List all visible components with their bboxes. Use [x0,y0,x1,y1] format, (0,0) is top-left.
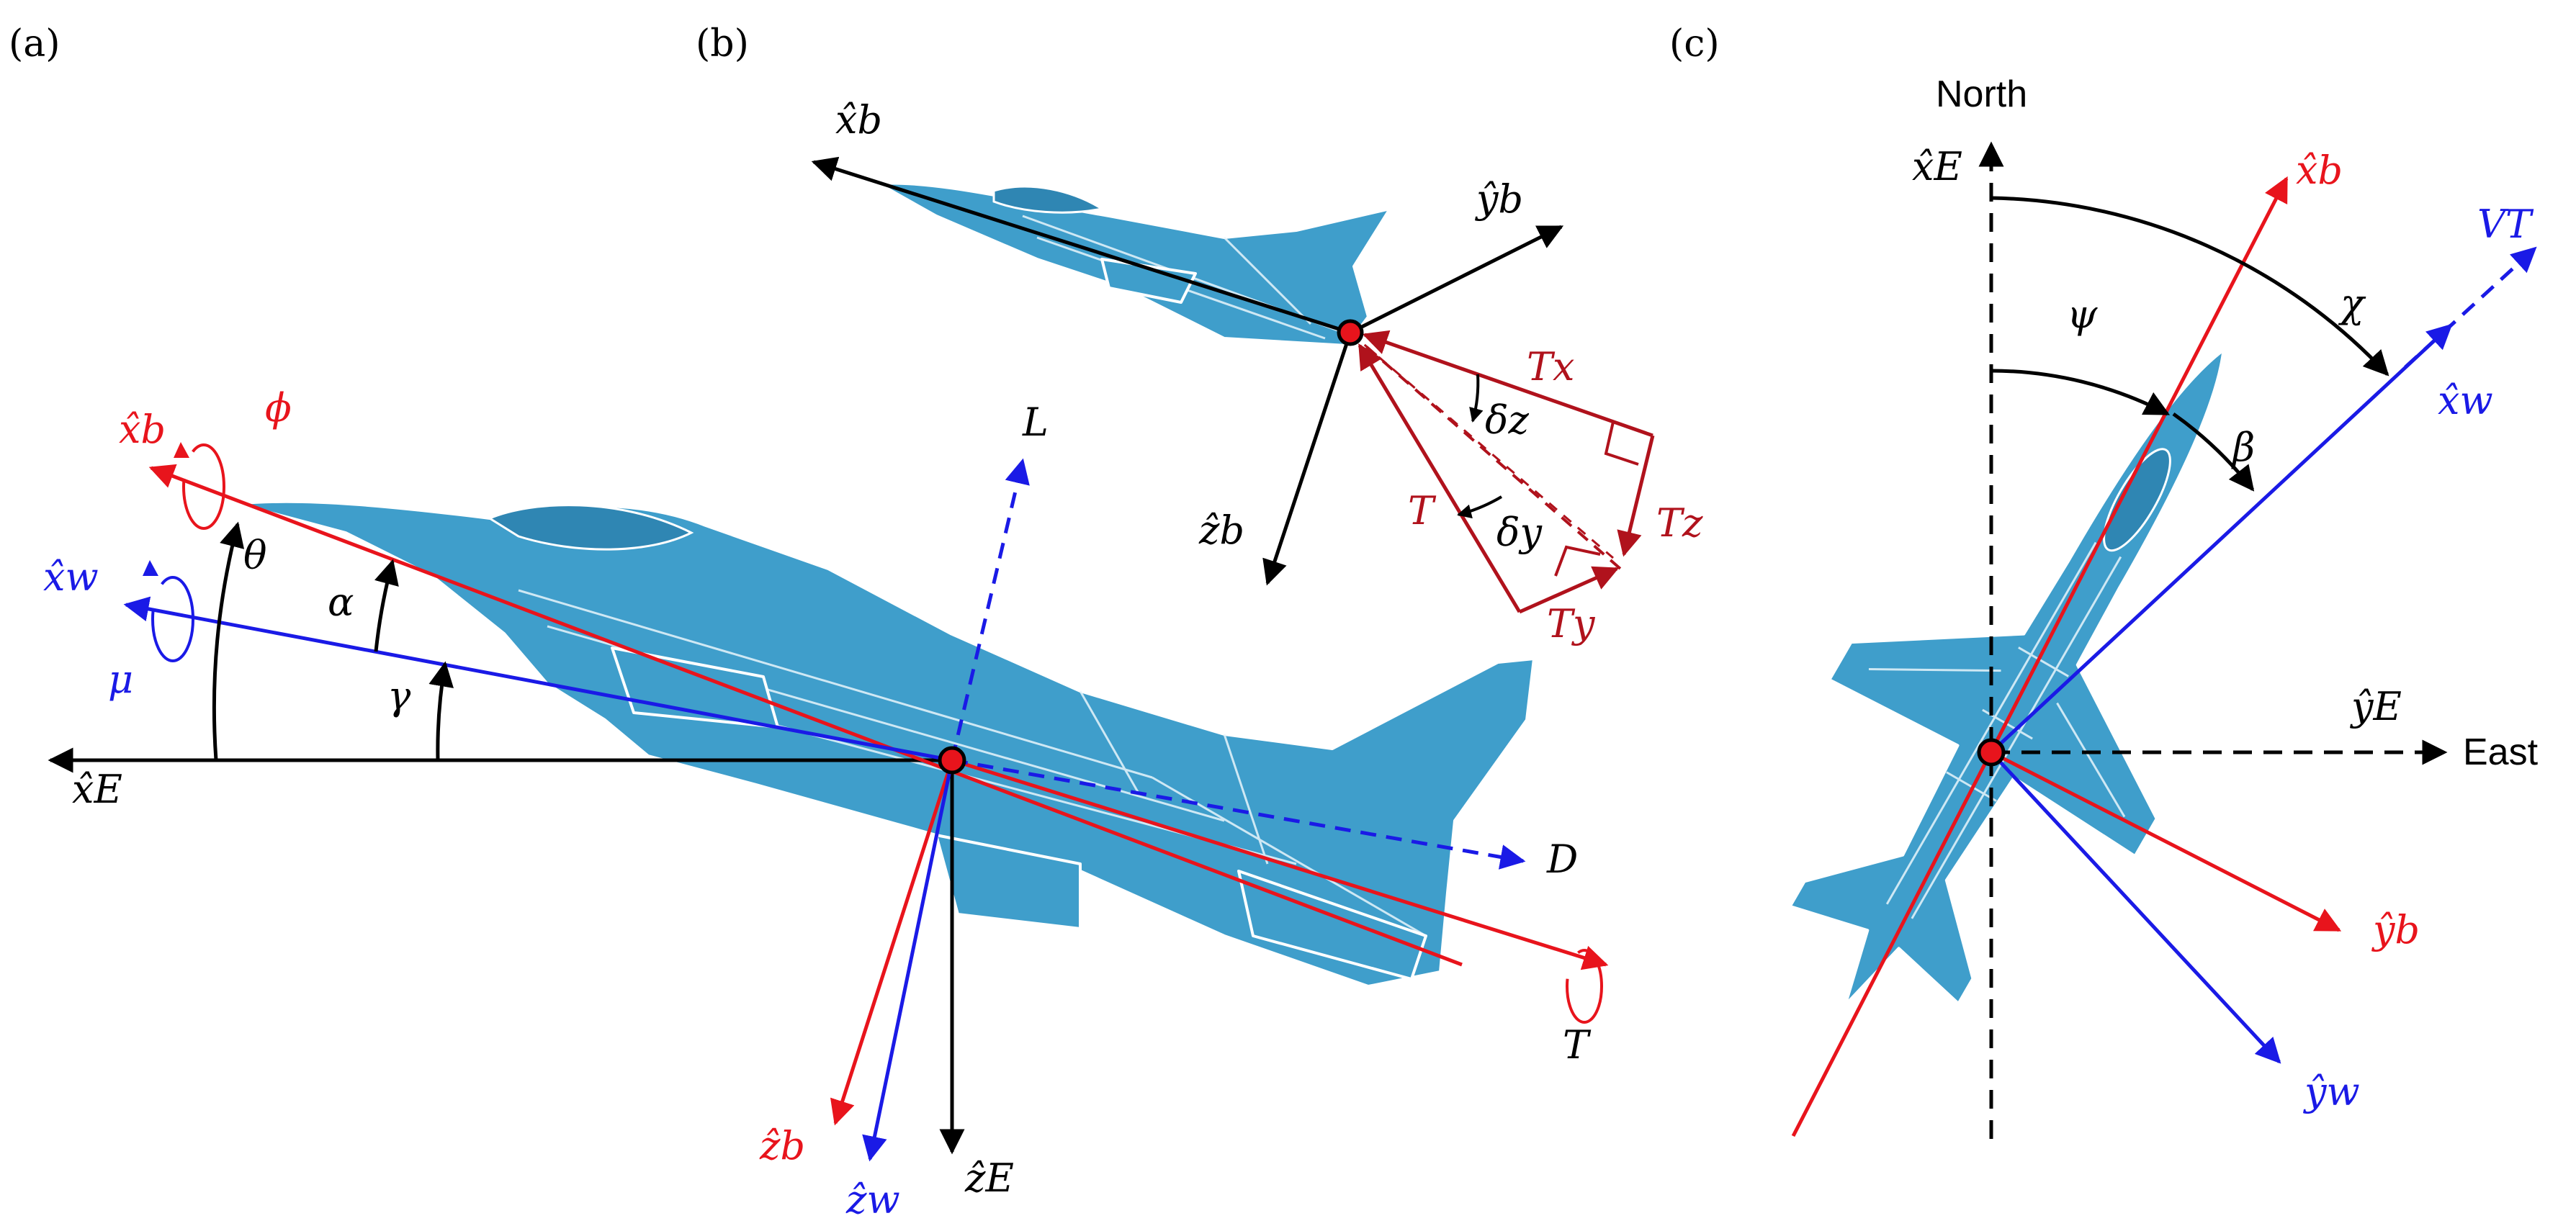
zb-axis [830,760,954,1126]
yw-axis-c [1990,751,2281,1064]
delta-y-arc [1457,495,1503,519]
beta-arc [2172,412,2255,492]
cg-marker-c [1977,738,2006,767]
thrust-rotation-icon [1566,949,1603,1024]
label-xb-c: x̂b [2296,148,2343,193]
cg-marker-a [938,746,966,775]
cg-marker-b [1337,319,1364,346]
label-xE-c: x̂E [1912,144,1962,189]
label-psi: ψ [2067,292,2098,337]
phi-arrowhead [174,442,189,458]
phi-rotation-icon [182,443,225,530]
label-alpha: α [328,580,354,625]
right-angle-mark-y [1554,545,1601,577]
xb-axis [148,464,1463,967]
label-zE-a: ẑE [964,1155,1014,1201]
Tx-component [1362,330,1653,438]
panel-c: North East x̂E ŷE x̂b ŷb x̂w ŷw VT ψ χ β [1788,73,2539,1139]
yb-axis-b [1349,225,1564,335]
label-mu: μ [108,657,133,702]
label-yb-b: ŷb [1475,176,1523,222]
label-T-b: T [1408,488,1437,533]
xw-axis-c [1990,323,2453,754]
label-yb-c: ŷb [2371,907,2420,952]
xb-axis-c [1791,176,2289,1137]
panel-b-tag: (b) [696,22,749,66]
psi-arc [1991,369,2171,416]
panel-c-tag: (c) [1669,22,1720,66]
mu-rotation-icon [151,576,194,662]
alpha-arc [374,559,399,652]
right-angle-mark-z [1604,421,1639,466]
gamma-arc [428,661,454,761]
label-xw: x̂w [43,554,99,600]
panel-a: x̂b ϕ x̂w μ θ α γ x̂E L D T ẑb ẑw ẑE [43,385,1609,1222]
zw-axis [862,760,954,1162]
zb-axis-b [1262,332,1352,586]
label-east: East [2463,731,2539,773]
panel-b: x̂b ŷb ẑb Tx Tz Ty T δz δy [811,97,1703,646]
xw-axis [123,596,953,762]
label-theta: θ [243,533,267,578]
label-Ty: Ty [1547,601,1596,646]
label-yw-c: ŷw [2303,1069,2360,1114]
panel-a-tag: (a) [9,22,60,66]
T-projection-dashed [1349,331,1622,570]
label-gamma: γ [387,673,411,718]
T-vector-b [1357,343,1522,613]
label-L: L [1022,400,1049,445]
label-zb: ẑb [759,1123,805,1168]
chi-arc [1991,196,2389,377]
theta-arc [212,521,245,761]
thrust-vector [951,758,1609,970]
label-phi: ϕ [265,385,292,431]
aircraft-top-view [1788,348,2225,1006]
label-zb-b: ẑb [1198,508,1244,553]
label-D: D [1546,837,1578,882]
label-delta-y: δy [1496,510,1543,555]
label-T-a: T [1563,1022,1592,1068]
Tz-component [1617,435,1655,557]
label-delta-z: δz [1485,397,1530,443]
label-xE: x̂E [72,767,122,812]
label-xb: x̂b [119,407,166,452]
delta-z-arc [1469,374,1484,423]
yb-axis-c [1990,750,2342,932]
drag-vector [951,758,1526,870]
label-chi: χ [2338,281,2366,326]
label-yE-c: ŷE [2350,684,2402,729]
label-Tz: Tz [1656,500,1703,546]
label-north: North [1936,73,2027,115]
label-Tx: Tx [1527,344,1574,389]
label-xb-b: x̂b [835,97,882,143]
Ty-component [1518,566,1620,614]
xb-axis-b [811,156,1351,335]
label-VT: VT [2477,202,2534,247]
T-projection-dashed-2 [1350,331,1614,559]
label-zw: ẑw [845,1177,900,1222]
mu-arrowhead [143,560,158,576]
label-beta: β [2231,425,2255,470]
label-xw-c: x̂w [2438,378,2493,423]
VT-vector [2404,246,2537,369]
